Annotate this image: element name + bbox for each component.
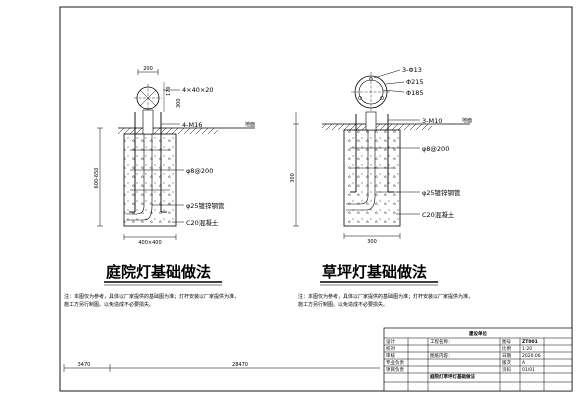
label-concrete-left: C20混凝土 bbox=[186, 218, 219, 227]
label-anchor-bolt-left: 4-M16 bbox=[182, 121, 202, 129]
label-stirrup-left: φ8@200 bbox=[186, 167, 213, 175]
label-ground-right: 地面 bbox=[462, 117, 472, 124]
tb-cell-value-4: 01/01 bbox=[522, 367, 535, 373]
label-concrete-right: C20混凝土 bbox=[422, 210, 455, 219]
dim-bottom-width-right: 300 bbox=[367, 239, 377, 245]
tb-project-label: 工程名称： bbox=[430, 338, 453, 345]
note-left-line-1: 注：本图仅为参考，具体以厂家提供的基础图为准；灯杆安装以厂家提供为准， bbox=[64, 293, 239, 300]
label-ring-outer: Φ215 bbox=[406, 78, 424, 86]
title-block-company: 建设单位 bbox=[468, 330, 487, 337]
tb-cell-label-2: 日期 bbox=[502, 353, 511, 359]
tb-cell-label-3: 版次 bbox=[502, 359, 511, 366]
tb-drawing-name: 庭院灯草坪灯基础做法 bbox=[430, 373, 475, 380]
label-conduit-right: φ25镀锌钢管 bbox=[422, 188, 461, 197]
lawn-light-foundation: 3-Φ13 Φ215 Φ185 地面 3-M10 φ8@200 φ25镀锌钢管 … bbox=[290, 66, 472, 245]
dim-height-left: 600-650 bbox=[94, 168, 100, 189]
tb-cell-label-4: 页码 bbox=[502, 366, 511, 373]
tb-row-label-3: 审核 bbox=[386, 352, 395, 359]
note-right-line-2: 施工方另行制图。以免造成不必要损失。 bbox=[298, 301, 388, 308]
title-lawn-light: 草坪灯基础做法 bbox=[322, 263, 427, 281]
label-anchor-bolt-right: 3-M10 bbox=[422, 117, 442, 125]
tb-row-label-5: 项目负责 bbox=[386, 366, 404, 373]
dim-bottom-width-left: 400×400 bbox=[138, 240, 161, 246]
ground-hatch-left bbox=[118, 128, 218, 134]
tb-cell-value-2: 2020.06 bbox=[522, 353, 541, 359]
tb-row-label-2: 校对 bbox=[386, 345, 395, 352]
foundation-block-right bbox=[343, 129, 401, 227]
ground-hatch-right bbox=[322, 124, 432, 130]
tb-drawing-no: ZT001 bbox=[522, 339, 538, 345]
label-conduit-left: φ25镀锌钢管 bbox=[186, 201, 225, 210]
title-block: 建设单位 设计 校对 审核 专业负责 项目负责 工程名称： 图纸内容： 庭院灯草… bbox=[383, 327, 573, 392]
note-left-line-2: 施工方另行制图。以免造成不必要损失。 bbox=[64, 301, 154, 308]
label-ring-inner: Φ185 bbox=[406, 89, 424, 97]
label-bolt-plate: 4×40×20 bbox=[182, 86, 214, 94]
dim-bottom-left: 3470 bbox=[78, 362, 91, 368]
title-courtyard-light: 庭院灯基础做法 bbox=[106, 263, 211, 281]
courtyard-light-foundation: 200 170 300 4×40×20 地面 4-M bbox=[94, 66, 255, 246]
dim-bottom-mid: 28470 bbox=[232, 362, 248, 368]
tb-cell-value-1: 1:20 bbox=[522, 346, 532, 352]
dim-height-right: 300 bbox=[290, 173, 296, 183]
dim-plate-small: 170 bbox=[166, 86, 172, 96]
dim-top-width: 200 bbox=[143, 66, 153, 72]
tb-row-label-1: 设计 bbox=[386, 338, 395, 345]
tb-row-label-4: 专业负责 bbox=[386, 359, 404, 366]
tb-drawing-no-label: 图号 bbox=[502, 339, 511, 345]
label-ground-left: 地面 bbox=[245, 121, 255, 128]
dim-plate-height: 300 bbox=[176, 98, 182, 108]
tb-cell-value-3: A bbox=[522, 360, 526, 366]
label-holes: 3-Φ13 bbox=[402, 66, 422, 74]
note-right-line-1: 注：本图仅为参考，具体以厂家提供的基础图为准；灯杆安装以厂家提供为准， bbox=[298, 293, 473, 300]
foundation-block-left bbox=[123, 133, 177, 227]
label-stirrup-right: φ8@200 bbox=[422, 145, 449, 153]
tb-drawing-name-label: 图纸内容： bbox=[430, 352, 453, 359]
sheet-border bbox=[59, 6, 573, 392]
tb-cell-label-1: 比例 bbox=[502, 345, 511, 352]
